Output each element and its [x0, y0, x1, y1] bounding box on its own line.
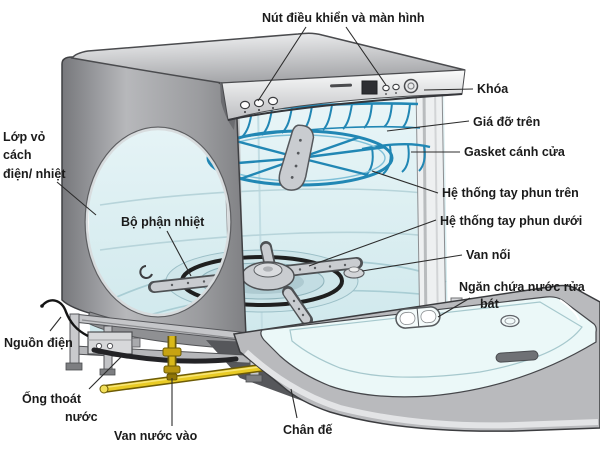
spray-arm-hub	[278, 124, 315, 191]
lock-knob	[403, 78, 419, 94]
detergent-dispenser	[395, 306, 441, 329]
label-door-gasket: Gasket cánh cửa	[464, 145, 566, 159]
leader-lower-spray	[308, 219, 437, 267]
label-drain-line2: nước	[65, 410, 98, 424]
lower-spray-arm	[148, 241, 363, 326]
inlet-valve-fitting	[162, 347, 182, 381]
open-door	[233, 284, 600, 432]
panel-slot	[330, 83, 353, 88]
label-water-inlet: Van nước vào	[114, 429, 198, 443]
leader-upper-rack	[386, 120, 470, 132]
label-lock: Khóa	[477, 82, 509, 96]
door-gasket-frame	[415, 81, 447, 341]
upper-spray-arm	[206, 124, 394, 191]
label-base-stand: Chân đế	[283, 423, 332, 437]
labels: Nút điều khiển và màn hình Khóa Giá đỡ t…	[3, 11, 586, 443]
label-upper-spray: Hệ thống tay phun trên	[442, 186, 579, 200]
label-detergent-line2: bát	[480, 297, 500, 311]
label-insulation-line1: Lớp vỏ	[3, 130, 46, 144]
leader-drain-pipe	[88, 356, 122, 390]
leader-power-source	[49, 316, 62, 332]
control-buttons-right	[382, 83, 400, 95]
label-insulation-line3: điện/ nhiệt	[3, 167, 66, 181]
leader-lock	[423, 88, 474, 91]
label-connector-valve: Van nối	[466, 248, 510, 262]
rinse-aid-cap	[500, 314, 520, 328]
display-screen	[361, 80, 378, 95]
label-upper-rack: Giá đỡ trên	[473, 115, 540, 129]
leader-heating-element	[166, 230, 192, 277]
leader-base-stand	[290, 388, 298, 419]
label-detergent-line1: Ngăn chứa nước rửa	[459, 280, 586, 294]
door-handle-slot	[495, 350, 539, 363]
label-heating-element: Bộ phận nhiệt	[121, 215, 205, 229]
cabinet-top-face	[70, 32, 466, 84]
label-drain-line1: Ống thoát	[22, 391, 82, 406]
leader-upper-spray	[371, 170, 439, 194]
label-lower-spray: Hệ thống tay phun dưới	[440, 214, 582, 228]
connector-valve	[343, 266, 365, 279]
label-control-panel: Nút điều khiển và màn hình	[262, 11, 425, 25]
leader-connector-valve	[361, 254, 463, 272]
label-insulation-line2: cách	[3, 148, 32, 162]
leader-lines	[49, 26, 474, 426]
drain-hose	[91, 347, 239, 364]
control-panel	[221, 69, 466, 121]
power-cord	[41, 299, 89, 338]
leader-insulation	[56, 181, 97, 216]
leader-control-panel-left	[257, 26, 307, 102]
leader-detergent	[437, 297, 471, 318]
label-power-source: Nguồn điện	[4, 336, 73, 350]
control-buttons-left	[239, 96, 279, 113]
leader-control-panel-right	[345, 26, 387, 86]
